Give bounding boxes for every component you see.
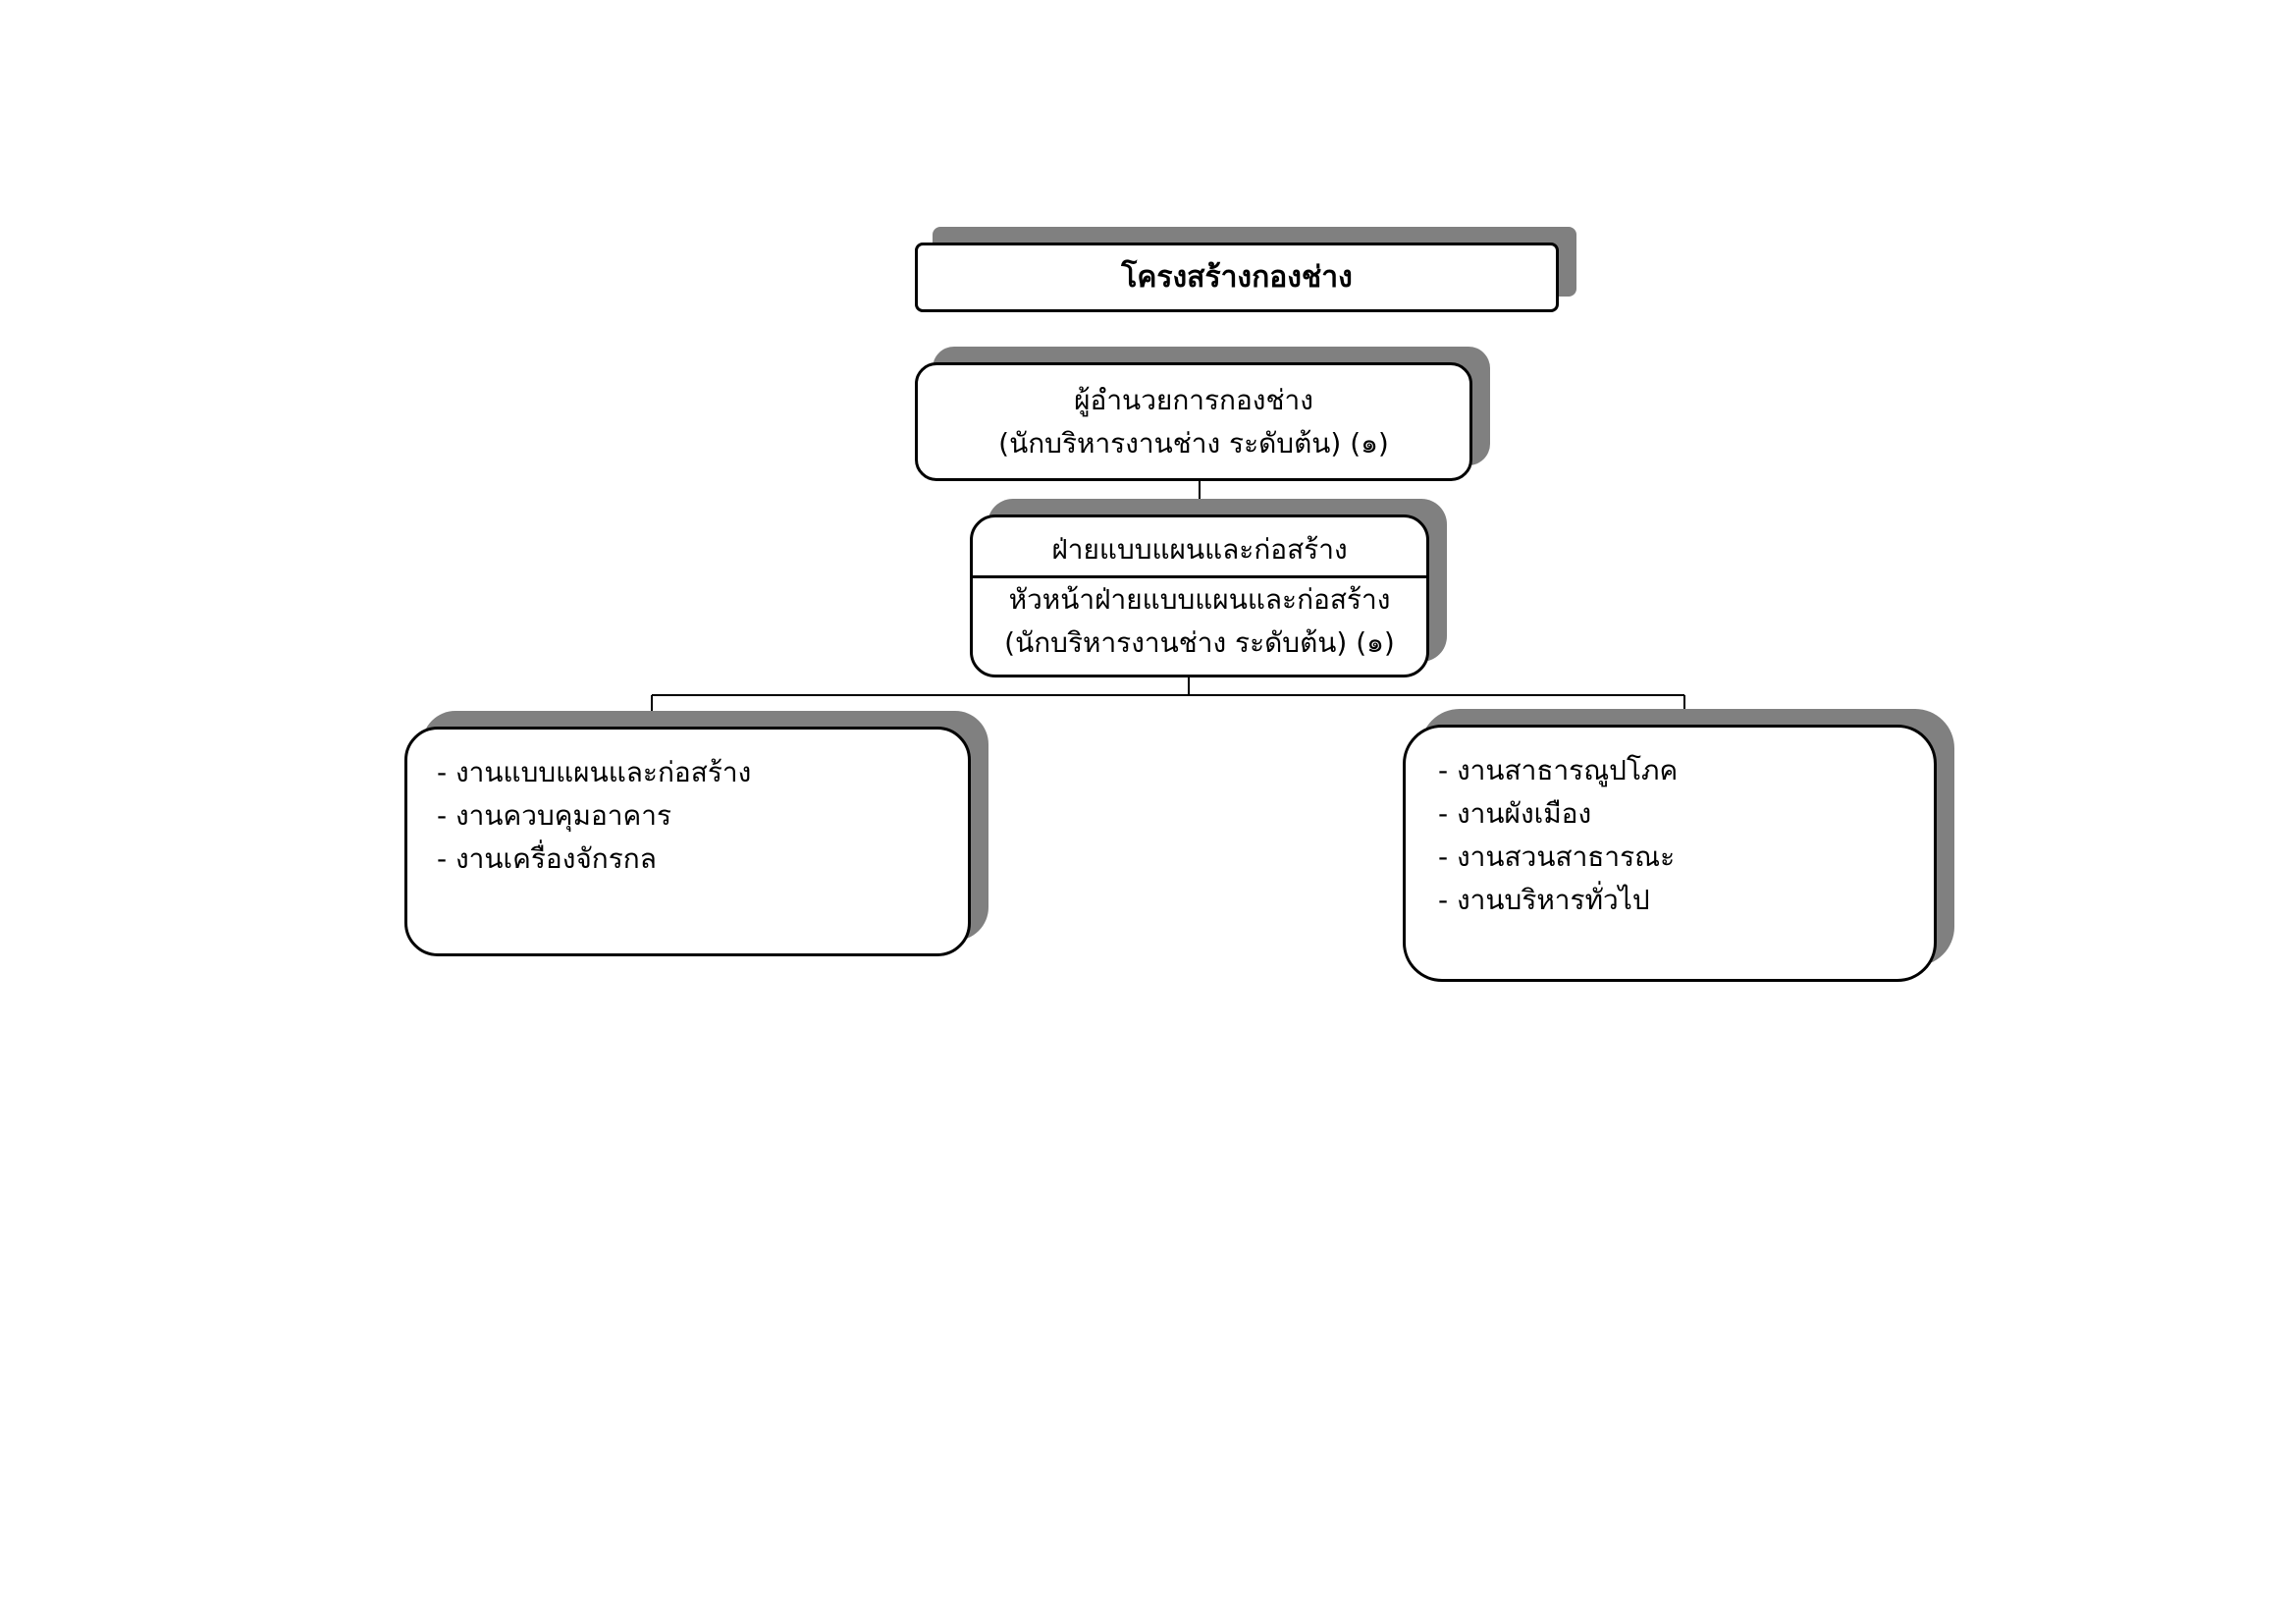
director-position: (นักบริหารงานช่าง ระดับต้น) (๑) — [998, 426, 1389, 460]
section-name: ฝ่ายแบบแผนและก่อสร้าง — [1051, 533, 1348, 566]
right-task-item: - งานสวนสาธารณะ — [1438, 840, 1676, 873]
right-task-item: - งานผังเมือง — [1438, 797, 1592, 830]
director-title: ผู้อำนวยการกองช่าง — [1074, 383, 1313, 416]
right-task-box: - งานสาธารณูปโภค - งานผังเมือง - งานสวนส… — [1403, 725, 1937, 982]
section-box: ฝ่ายแบบแผนและก่อสร้าง หัวหน้าฝ่ายแบบแผนแ… — [970, 514, 1429, 677]
left-task-item: - งานเครื่องจักรกล — [437, 842, 657, 875]
section-head-block: หัวหน้าฝ่ายแบบแผนและก่อสร้าง (นักบริหารง… — [973, 578, 1426, 665]
left-task-item: - งานแบบแผนและก่อสร้าง — [437, 756, 752, 788]
right-task-list: - งานสาธารณูปโภค - งานผังเมือง - งานสวนส… — [1438, 749, 1934, 922]
left-task-list: - งานแบบแผนและก่อสร้าง - งานควบคุมอาคาร … — [437, 751, 968, 881]
left-task-item: - งานควบคุมอาคาร — [437, 799, 671, 832]
section-head-position: (นักบริหารงานช่าง ระดับต้น) (๑) — [1004, 626, 1395, 659]
section-name-row: ฝ่ายแบบแผนและก่อสร้าง — [973, 517, 1426, 578]
right-task-item: - งานบริหารทั่วไป — [1438, 884, 1650, 916]
chart-title-box: โครงสร้างกองช่าง — [915, 243, 1559, 312]
chart-title: โครงสร้างกองช่าง — [1121, 260, 1353, 295]
section-head-title: หัวหน้าฝ่ายแบบแผนและก่อสร้าง — [1008, 583, 1391, 616]
director-box: ผู้อำนวยการกองช่าง (นักบริหารงานช่าง ระด… — [915, 362, 1472, 481]
left-task-box: - งานแบบแผนและก่อสร้าง - งานควบคุมอาคาร … — [404, 727, 971, 956]
right-task-item: - งานสาธารณูปโภค — [1438, 754, 1679, 786]
